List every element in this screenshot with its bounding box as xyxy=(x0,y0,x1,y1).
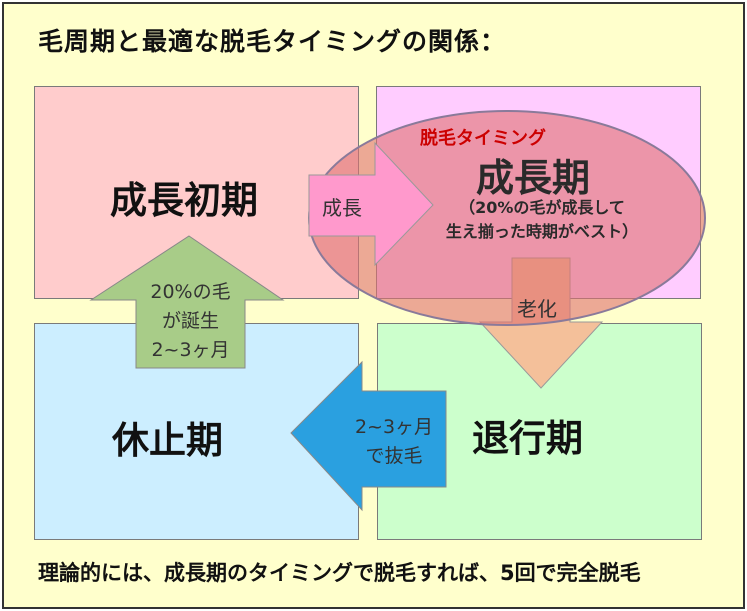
phase-rest: 休止期 xyxy=(112,419,223,462)
aging-arrow-label: 老化 xyxy=(517,297,557,321)
timing-label: 脱毛タイミング xyxy=(420,128,546,149)
diagram-title: 毛周期と最適な脱毛タイミングの関係： xyxy=(38,27,507,56)
birth-arrow-label: 20%の毛 が誕生 2~3ヶ月 xyxy=(136,278,245,365)
phase-early-growth: 成長初期 xyxy=(110,179,258,222)
shedding-arrow xyxy=(290,360,447,512)
shedding-label-line2: で抜毛 xyxy=(365,445,423,467)
birth-label-line1: 20%の毛 xyxy=(150,281,231,303)
growth-note-line1: （20%の毛が成長して xyxy=(459,198,625,217)
phase-regression: 退行期 xyxy=(472,417,583,460)
growth-note: （20%の毛が成長して 生え揃った時期がベスト） xyxy=(427,196,657,244)
growth-arrow xyxy=(308,141,434,267)
birth-label-line3: 2~3ヶ月 xyxy=(151,339,230,361)
growth-note-line2: 生え揃った時期がベスト） xyxy=(445,222,639,241)
birth-arrow xyxy=(89,235,285,369)
diagram-footer: 理論的には、成長期のタイミングで脱毛すれば、5回で完全脱毛 xyxy=(38,561,641,585)
shedding-arrow-label: 2~3ヶ月 で抜毛 xyxy=(348,413,440,471)
growth-arrow-label: 成長 xyxy=(322,196,362,220)
phase-growth: 成長期 xyxy=(476,156,591,200)
birth-label-line2: が誕生 xyxy=(161,310,219,332)
shedding-label-line1: 2~3ヶ月 xyxy=(354,416,434,438)
